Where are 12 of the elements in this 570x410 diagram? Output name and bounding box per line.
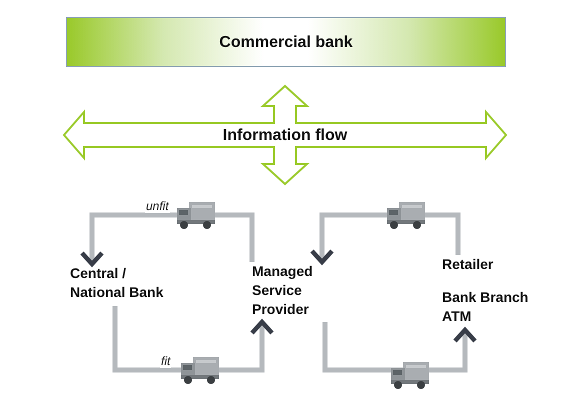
arrow xyxy=(80,212,254,266)
arrow xyxy=(322,322,478,372)
arrow xyxy=(310,212,460,264)
node-label: Retailer xyxy=(442,255,494,274)
node-label: Central / National Bank xyxy=(70,264,164,302)
node-label: Managed Service Provider xyxy=(252,262,314,319)
edge-label: unfit xyxy=(145,199,170,213)
edge-label: fit xyxy=(160,354,172,368)
node-label: Commercial bank xyxy=(219,32,353,52)
arrow xyxy=(112,306,274,372)
node-label: Bank Branch ATM xyxy=(442,288,530,326)
header-bar xyxy=(66,17,506,67)
